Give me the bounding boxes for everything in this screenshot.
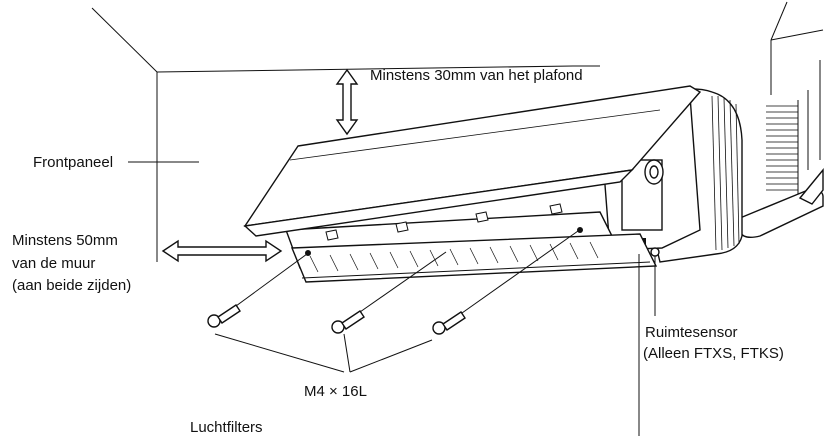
wall-clearance-label-line3: (aan beide zijden) [12, 277, 131, 294]
ceiling-clearance-arrow [335, 68, 359, 136]
room-outline [91, 1, 824, 262]
piping [739, 60, 824, 239]
air-filters-label: Luchtfilters [190, 419, 263, 436]
wall-clearance-arrow [161, 239, 283, 263]
screw-middle [331, 310, 365, 334]
screw-spec-label: M4 × 16L [304, 383, 367, 400]
room-sensor-label-line2: (Alleen FTXS, FTKS) [643, 345, 784, 362]
wall-clearance-label-line1: Minstens 50mm [12, 232, 118, 249]
leader-lines [128, 161, 656, 436]
wall-clearance-label-line2: van de muur [12, 255, 95, 272]
screw-left [207, 304, 241, 328]
front-panel-label: Frontpaneel [33, 154, 113, 171]
ceiling-clearance-label: Minstens 30mm van het plafond [370, 67, 583, 84]
room-sensor-label-line1: Ruimtesensor [645, 324, 738, 341]
screw-right [432, 311, 466, 335]
indoor-unit [243, 85, 743, 283]
